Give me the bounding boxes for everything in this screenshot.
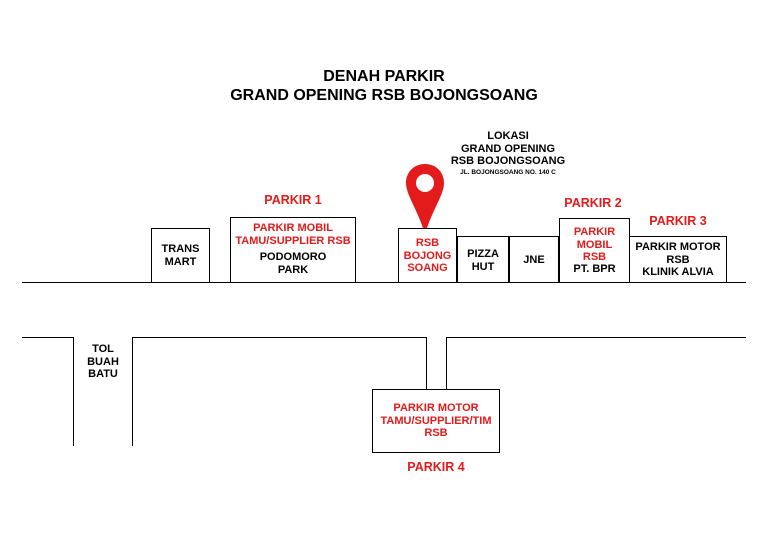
tol-street-left-edge <box>73 337 74 446</box>
building-podomoro-park: PARKIR MOBIL TAMU/SUPPLIER RSB PODOMORO … <box>230 217 356 283</box>
building-transmart: TRANS MART <box>151 228 210 283</box>
building-klinik-alvia: PARKIR MOTOR RSB KLINIK ALVIA <box>629 236 727 283</box>
location-line2: GRAND OPENING <box>460 142 556 155</box>
tol-buah-batu-label: TOL BUAH BATU <box>87 343 119 381</box>
building-pt-bpr: PARKIR MOBIL RSB PT. BPR <box>559 218 630 283</box>
road-lower-edge-left <box>22 337 73 338</box>
location-info: LOKASI GRAND OPENING RSB BOJONGSOANG JL.… <box>408 130 608 176</box>
map-title-line1: DENAH PARKIR <box>323 68 445 85</box>
map-title-line2: GRAND OPENING RSB BOJONGSOANG <box>230 87 538 105</box>
map-title: DENAH PARKIR GRAND OPENING RSB BOJONGSOA… <box>184 67 584 105</box>
side-street-right-edge <box>446 337 447 389</box>
building-pizza-hut: PIZZA HUT <box>457 236 509 283</box>
parking-motor-tamu: PARKIR MOTOR TAMU/SUPPLIER/TIM RSB <box>372 389 500 453</box>
road-lower-edge-mid <box>132 337 426 338</box>
building-jne: JNE <box>509 236 559 283</box>
parkir-2-label: PARKIR 2 <box>564 196 622 210</box>
location-address: JL. BOJONGSOANG NO. 140 C <box>460 168 556 176</box>
location-line3: RSB BOJONGSOANG <box>450 155 566 168</box>
map-pin-icon <box>406 164 444 234</box>
parkir-1-label: PARKIR 1 <box>264 193 322 207</box>
parkir-4-label: PARKIR 4 <box>407 460 465 474</box>
side-street-left-edge <box>426 337 427 389</box>
road-upper-edge <box>22 282 746 283</box>
road-lower-edge-right <box>446 337 746 338</box>
tol-street-right-edge <box>132 337 133 446</box>
location-line1: LOKASI <box>487 130 529 142</box>
parkir-3-label: PARKIR 3 <box>649 214 707 228</box>
building-rsb-bojongsoang: RSB BOJONG SOANG <box>398 228 457 283</box>
